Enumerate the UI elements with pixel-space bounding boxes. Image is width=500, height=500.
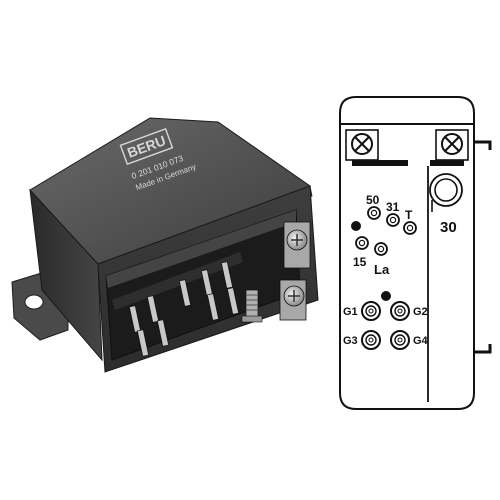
diagram-screw-left: [345, 129, 379, 161]
terminal-blade: [220, 261, 234, 289]
pin-G2: [390, 301, 410, 321]
label-G4: G4: [413, 335, 429, 347]
diagram-screw-right: [435, 129, 469, 161]
label-15: 15: [353, 255, 367, 269]
terminal-blade: [156, 319, 170, 347]
label-T: T: [405, 208, 413, 222]
dot-marker-upper: [351, 221, 361, 231]
terminal-30-inner: [434, 178, 458, 202]
terminal-blade: [226, 287, 240, 315]
pinout-diagram: [339, 96, 492, 410]
terminal-30-outer: [429, 173, 463, 207]
mounting-tab-upper: [474, 140, 492, 150]
diagram-outline: [339, 96, 475, 410]
pin-G1: [361, 301, 381, 321]
label-31: 31: [386, 200, 400, 214]
brand-logo: [119, 128, 174, 166]
pin-La: [374, 242, 388, 256]
pin-G4: [390, 330, 410, 350]
mounting-tab-lower: [474, 344, 492, 354]
pin-T: [403, 221, 417, 235]
label-G3: G3: [343, 335, 358, 347]
screw-terminal-upper: [283, 221, 311, 269]
pin-15: [355, 236, 369, 250]
terminal-blade: [136, 329, 150, 357]
flange-mounting-hole: [24, 294, 44, 310]
terminal-blade: [178, 279, 192, 307]
label-La: La: [374, 262, 390, 277]
terminal-blade: [206, 293, 220, 321]
label-30: 30: [440, 219, 457, 236]
screw-terminal-lower: [279, 279, 307, 321]
pin-31: [386, 213, 400, 227]
label-G1: G1: [343, 306, 358, 318]
pinout-labels: 50 31 T 30 15 La G1 G2 G3 G4: [343, 193, 457, 347]
housing-top: [29, 117, 312, 265]
cavity-inner-shelf: [112, 252, 243, 310]
label-50: 50: [366, 193, 380, 207]
pin-50: [367, 206, 381, 220]
relay-photo: BERU 0 201 010 073 Made in Germany: [11, 117, 319, 373]
label-G2: G2: [413, 306, 428, 318]
center-stud: [241, 289, 263, 323]
bus-bar-right: [430, 160, 464, 166]
bus-bar-left: [352, 160, 408, 166]
terminal-blade: [146, 295, 160, 323]
dot-marker-lower: [381, 291, 391, 301]
cavity-upper-lip: [106, 210, 296, 288]
blade-terminals: [128, 261, 240, 357]
pin-G3: [361, 330, 381, 350]
